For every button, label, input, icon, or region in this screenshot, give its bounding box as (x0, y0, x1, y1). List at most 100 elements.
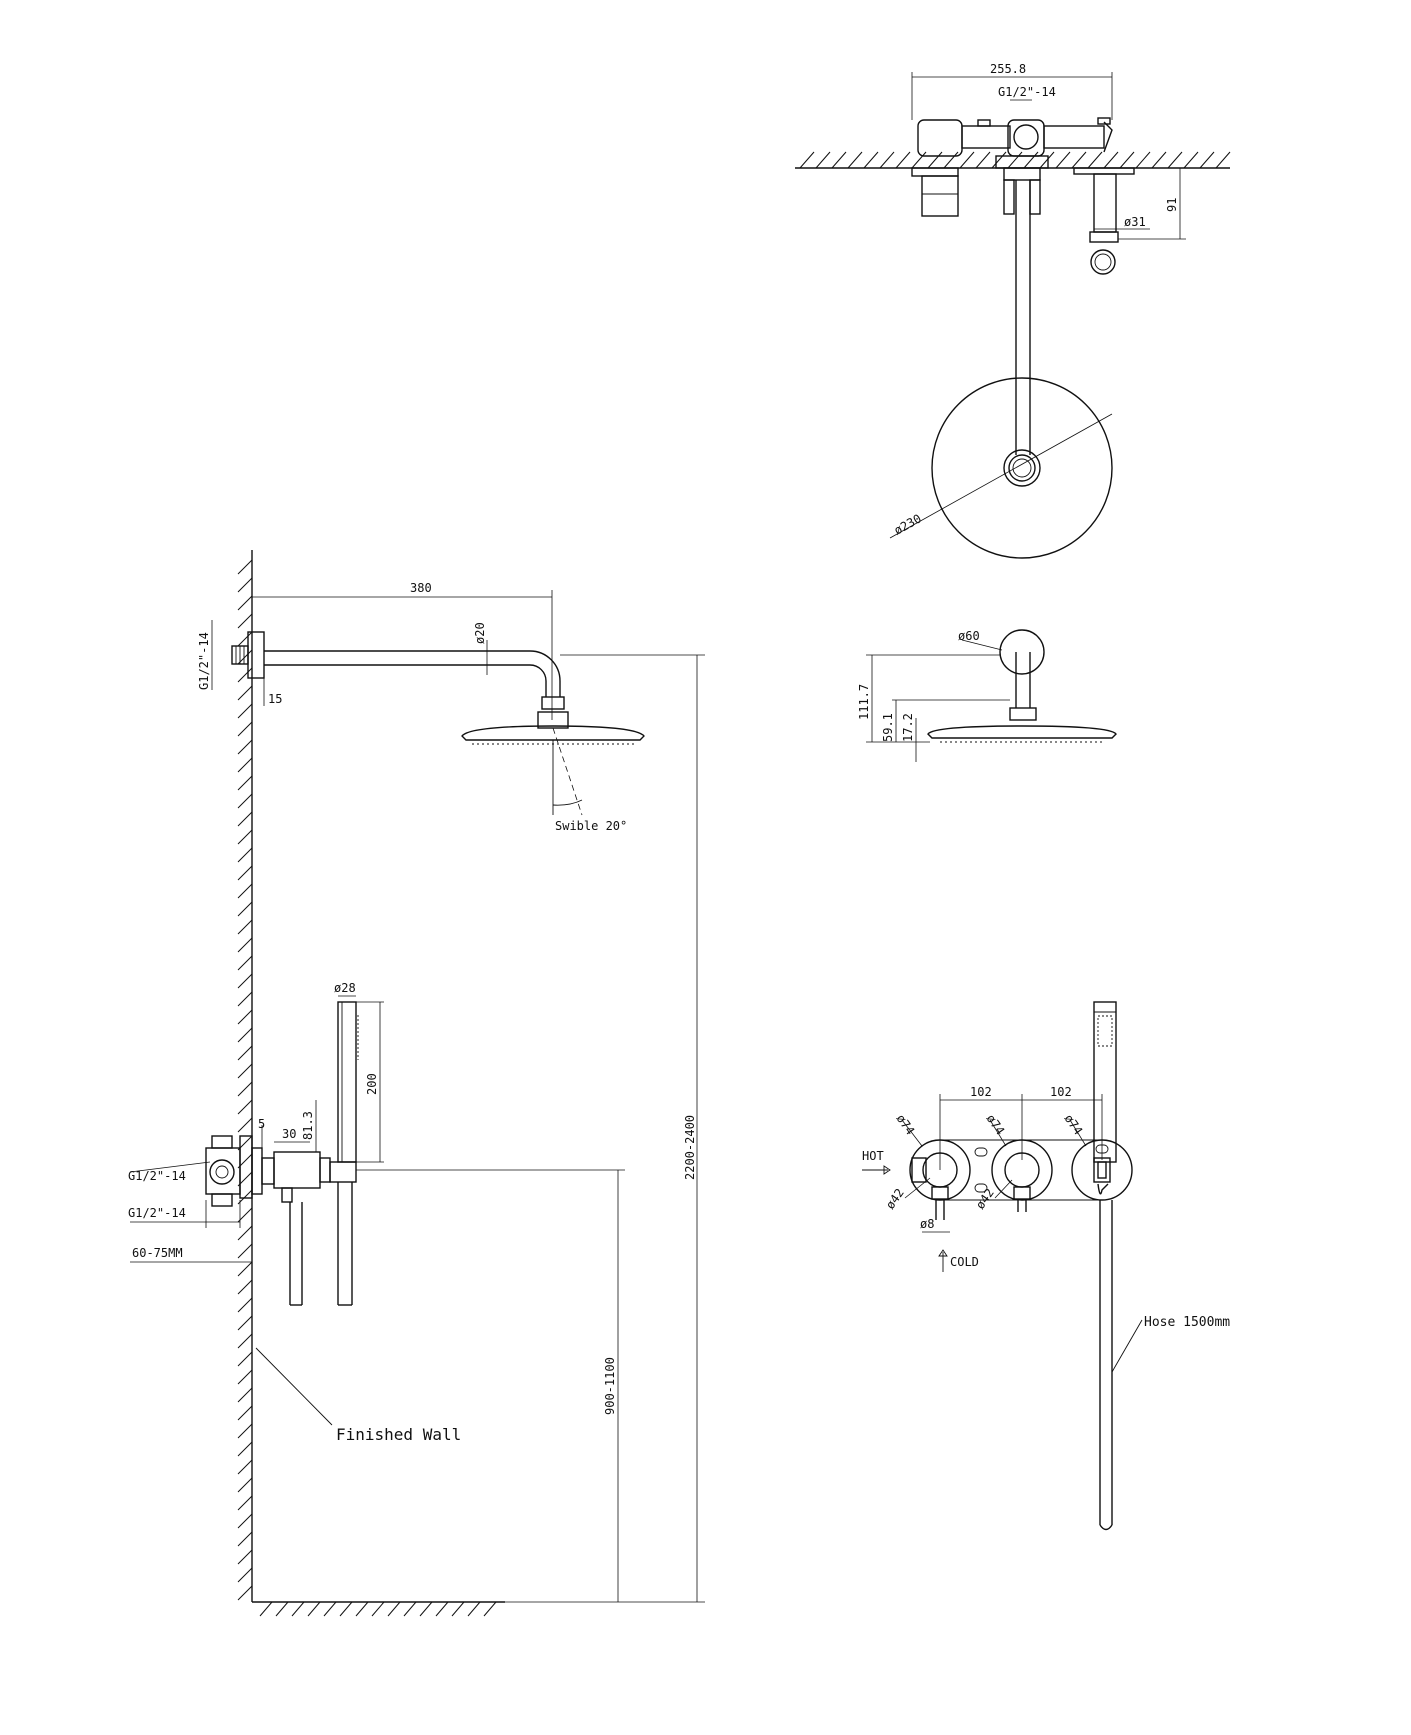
wall-hatch-line (237, 1441, 253, 1457)
ceiling-hatching (799, 151, 1231, 169)
floor-hatch-line (291, 1601, 305, 1617)
swivel-label: Swible 20° (555, 819, 627, 833)
shower-arm (264, 650, 569, 729)
diverter-valve (205, 1135, 331, 1306)
cold-inlet: COLD (938, 1249, 979, 1272)
rain-shower-head (461, 725, 645, 816)
wall-hatch-line (237, 757, 253, 773)
valve-inlet-top-label: G1/2"-14 (128, 1169, 186, 1183)
dim-total-height-label: 2200-2400 (683, 1115, 697, 1180)
wall-hatch-line (237, 775, 253, 791)
dim-17-2: 17.2 (901, 713, 917, 762)
inlet-thread-label: G1/2"-14 (197, 632, 211, 690)
wall-hatch-line (237, 1279, 253, 1295)
wall-hatch-line (237, 1225, 253, 1241)
ceiling-hatch-line (991, 151, 1007, 169)
dim-knob-2-label: ø42 (973, 1186, 997, 1212)
dim-hand-diameter: ø28 (334, 981, 356, 997)
wall-hatch-line (237, 865, 253, 881)
dim-center-thread: G1/2"-14 (998, 85, 1056, 101)
ceiling-hatch-line (1199, 151, 1215, 169)
wall-hatch-line (237, 1531, 253, 1547)
ceiling-hatch-line (799, 151, 815, 169)
dim-flange-diameter-label: ø60 (958, 629, 980, 643)
dim-spacing-right-label: 102 (1050, 1085, 1072, 1099)
hand-shower-front (1093, 1001, 1117, 1531)
side-view: 380 ø20 G1/2"-14 15 Swible 20° 2200-2400 (128, 550, 705, 1617)
dim-17-2-label: 17.2 (901, 713, 915, 742)
ceiling-hatch-line (1119, 151, 1135, 169)
dim-91-label: 91 (1165, 198, 1179, 212)
valve-dims: 5 30 81.3 G1/2"-14 G1/2"-14 60-75MM (128, 1100, 317, 1263)
wall-hatch-line (237, 559, 253, 575)
wall-hatch-line (237, 1585, 253, 1601)
wall-hatch-line (237, 1261, 253, 1277)
ceiling-hatch-line (911, 151, 927, 169)
floor-hatch-line (419, 1601, 433, 1617)
wall-hatch-line (237, 685, 253, 701)
floor-hatch-line (483, 1601, 497, 1617)
ceiling-hatch-line (1055, 151, 1071, 169)
dim-15-label: 15 (268, 692, 282, 706)
ceiling-hatch-line (1135, 151, 1151, 169)
dim-holder-height-label: 900-1100 (603, 1357, 617, 1415)
floor-hatch-line (387, 1601, 401, 1617)
dim-knob-1-label: ø42 (883, 1186, 907, 1212)
wall-hatch-line (237, 1063, 253, 1079)
ceiling-hatch-line (927, 151, 943, 169)
dim-255-8: 255.8 (911, 62, 1113, 120)
dim-hand-length-label: 200 (365, 1073, 379, 1095)
head-side-view: ø60 111.7 59.1 17.2 (857, 629, 1117, 762)
valve-plates (909, 1139, 1133, 1220)
plate-diameter-labels: ø74 ø74 ø74 (894, 1112, 1087, 1147)
finished-wall-callout: Finished Wall (255, 1347, 461, 1444)
dim-outlet-diameter-label: ø31 (1124, 215, 1146, 229)
valve-inlet-bottom-label: G1/2"-14 (128, 1206, 186, 1220)
wall-hatch-line (237, 1405, 253, 1421)
wall-hatch-line (237, 1333, 253, 1349)
dim-center-thread-label: G1/2"-14 (998, 85, 1056, 99)
dim-380-label: 380 (410, 581, 432, 595)
head-top-circle: ø230 (889, 377, 1113, 559)
wall-hatch-line (237, 829, 253, 845)
floor-hatch-line (339, 1601, 353, 1617)
ceiling-hatch-line (1183, 151, 1199, 169)
wall-hatch-line (237, 613, 253, 629)
ceiling-hatch-line (1087, 151, 1103, 169)
wall-hatch-line (237, 937, 253, 953)
dim-30-label: 30 (282, 1127, 296, 1141)
ceiling-hatch-line (1039, 151, 1055, 169)
wall-hatch-line (237, 1423, 253, 1439)
wall-hatch-line (237, 703, 253, 719)
floor-hatch-line (467, 1601, 481, 1617)
dim-arm-diameter-label: ø20 (473, 622, 487, 644)
hot-inlet: HOT (862, 1149, 891, 1175)
dim-5-label: 5 (258, 1117, 265, 1131)
arm-inlet-fitting (231, 631, 265, 679)
wall-hatch-line (237, 577, 253, 593)
dim-flange-diameter: ø60 (958, 629, 1003, 651)
floor-hatch-line (451, 1601, 465, 1617)
dim-head-diameter-label: ø230 (892, 511, 924, 537)
ceiling-hatch-line (975, 151, 991, 169)
wall-hatch-line (237, 1567, 253, 1583)
dim-spacing-left-label: 102 (970, 1085, 992, 1099)
wall-hatch-line (237, 595, 253, 611)
wall-hatch-line (237, 739, 253, 755)
dim-arm-diameter: ø20 (473, 622, 488, 675)
ceiling-hatch-line (1071, 151, 1087, 169)
wall-hatch-line (237, 1549, 253, 1565)
hose-label: Hose 1500mm (1144, 1315, 1230, 1330)
floor-hatch-line (275, 1601, 289, 1617)
dim-outlet-diameter: ø31 (1094, 215, 1150, 230)
wall-hatch-line (237, 811, 253, 827)
dim-plate-2-label: ø74 (984, 1112, 1008, 1138)
dim-hand-length: 200 (356, 1001, 384, 1163)
ceiling-hatch-line (1151, 151, 1167, 169)
wall-hatch-line (237, 1513, 253, 1529)
wall-hatch-line (237, 1099, 253, 1115)
wall-hatching (237, 559, 253, 1601)
dim-59-1-label: 59.1 (881, 713, 895, 742)
ceiling-hatch-line (1007, 151, 1023, 169)
